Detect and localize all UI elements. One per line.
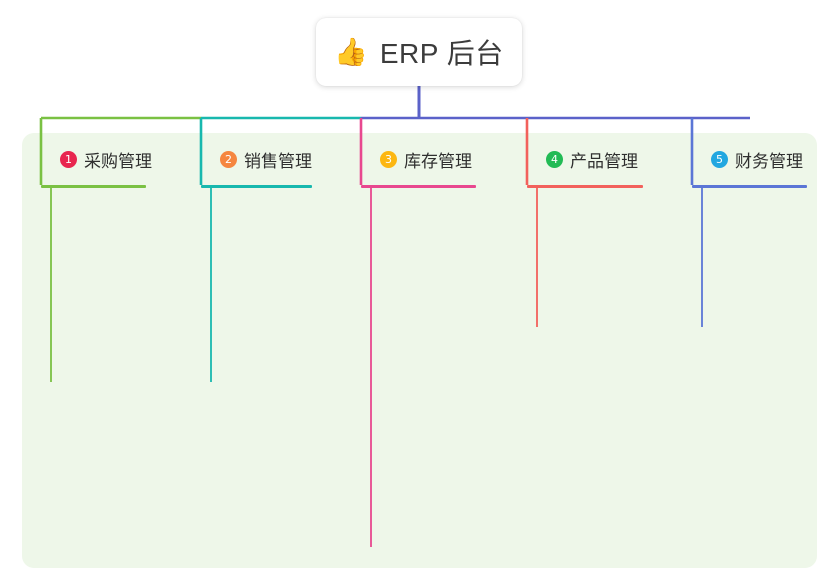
column-badge-1: 1	[60, 150, 77, 168]
column-header-underline	[692, 185, 807, 188]
column-header-4[interactable]: 4 产品管理	[527, 147, 638, 171]
column-header-1[interactable]: 1 采购管理	[41, 147, 152, 171]
root-node-title: ERP 后台	[379, 38, 504, 69]
thumbs-up-icon: 👍	[334, 36, 368, 67]
column-badge-2: 2	[220, 150, 237, 168]
column-3: 3 库存管理	[361, 147, 476, 188]
column-header-underline	[201, 185, 312, 188]
column-4: 4 产品管理	[527, 147, 643, 188]
column-badge-4: 4	[546, 150, 563, 168]
column-title: 库存管理	[404, 151, 472, 171]
column-1: 1 采购管理	[41, 147, 152, 188]
column-title: 销售管理	[244, 151, 312, 171]
diagram-panel	[22, 133, 817, 568]
column-header-underline	[361, 185, 476, 188]
column-5: 5 财务管理	[692, 147, 807, 188]
column-header-3[interactable]: 3 库存管理	[361, 147, 472, 171]
column-badge-5: 5	[711, 150, 728, 168]
column-header-underline	[527, 185, 643, 188]
column-header-5[interactable]: 5 财务管理	[692, 147, 803, 171]
column-title: 产品管理	[570, 151, 638, 171]
column-header-underline	[41, 185, 146, 188]
column-title: 财务管理	[735, 151, 803, 171]
root-node-card[interactable]: 👍 ERP 后台	[316, 18, 522, 86]
column-badge-3: 3	[380, 150, 397, 168]
column-header-2[interactable]: 2 销售管理	[201, 147, 312, 171]
column-2: 2 销售管理	[201, 147, 312, 188]
column-title: 采购管理	[84, 151, 152, 171]
